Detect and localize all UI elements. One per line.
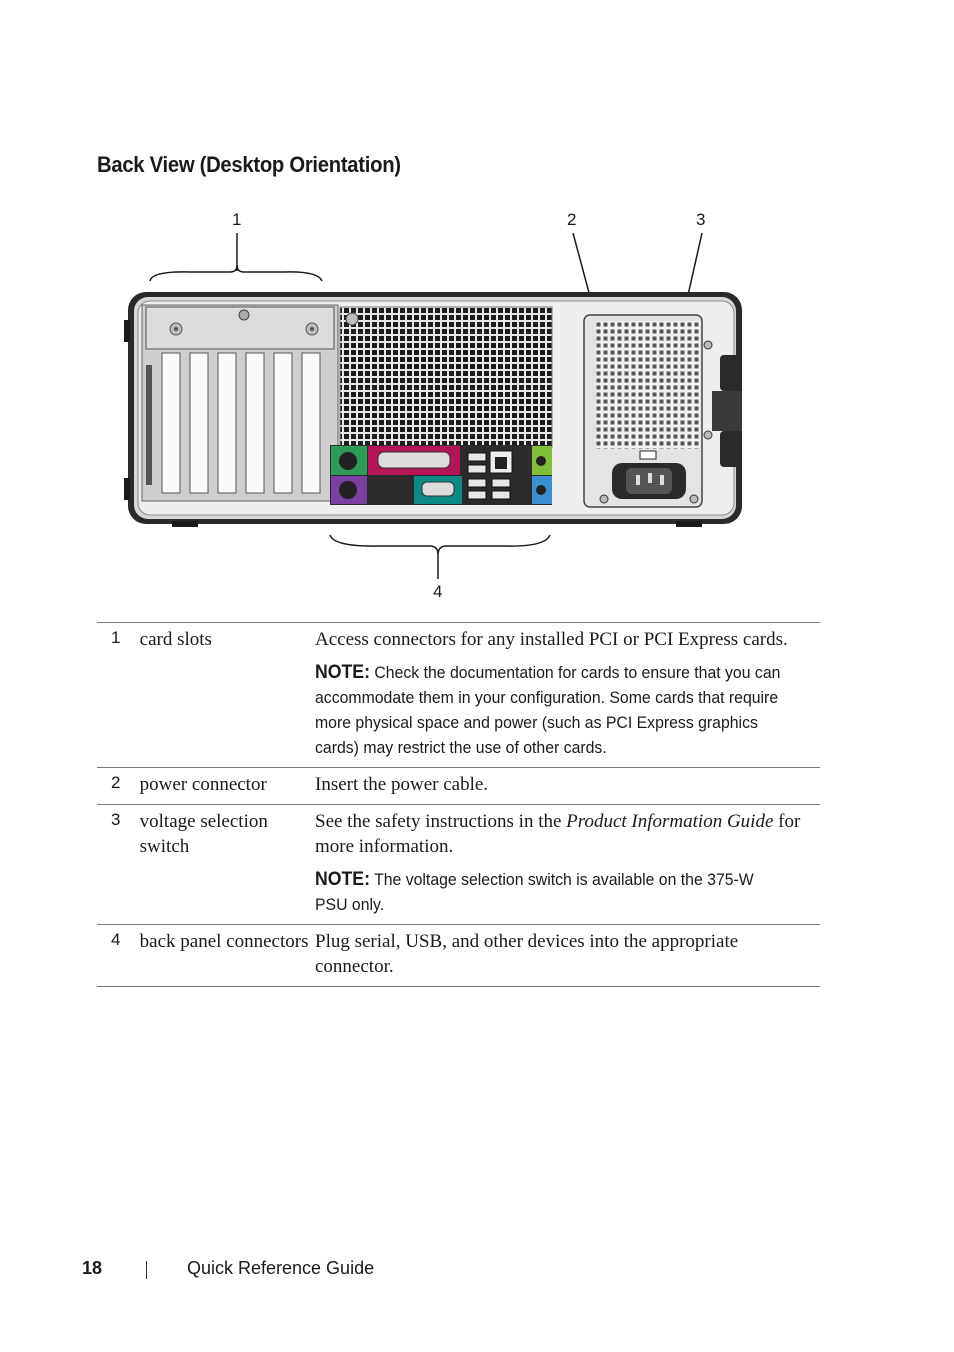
description-text: Access connectors for any installed PCI …: [315, 629, 788, 650]
rear-vent: [339, 306, 553, 448]
callout-1: 1: [232, 210, 241, 229]
table-row: 2 power connector Insert the power cable…: [97, 767, 820, 805]
row-description: See the safety instructions in the Produ…: [315, 805, 820, 925]
table-row: 4 back panel connectors Plug serial, USB…: [97, 924, 820, 987]
row-term: back panel connectors: [139, 931, 309, 952]
row-term: power connector: [139, 774, 267, 795]
row-number: 3: [111, 810, 121, 829]
row-number: 2: [111, 773, 121, 792]
computer-back-view-illustration: 1 2 3 4: [124, 210, 742, 601]
description-pre: See the safety instructions in the: [315, 811, 567, 832]
callout-reference-table: 1 card slots Access connectors for any i…: [97, 622, 820, 987]
description-post: for more information.: [315, 811, 801, 857]
callout-2: 2: [567, 210, 576, 229]
description-italic: Product Information Guide: [566, 811, 774, 832]
row-number: 1: [111, 628, 121, 647]
description-text: Plug serial, USB, and other devices into…: [315, 931, 739, 977]
row-description: Plug serial, USB, and other devices into…: [315, 925, 820, 987]
footer-separator: [146, 1261, 147, 1279]
note-label: NOTE:: [315, 662, 370, 683]
voltage-selection-switch: [639, 450, 657, 460]
card-slots-area: [141, 304, 339, 502]
table-row: 3 voltage selection switch See the safet…: [97, 804, 820, 925]
description-text: See the safety instructions in the Produ…: [315, 809, 820, 859]
guide-title: Quick Reference Guide: [187, 1258, 375, 1278]
power-supply: [583, 314, 713, 508]
row-number: 4: [111, 930, 121, 949]
note-text: Check the documentation for cards to ens…: [315, 663, 781, 757]
callout-3: 3: [696, 210, 705, 229]
note: NOTE: Check the documentation for cards …: [315, 660, 785, 760]
page-number: 18: [82, 1258, 103, 1278]
note-text: The voltage selection switch is availabl…: [315, 870, 754, 914]
callout-4: 4: [433, 582, 442, 601]
note-label: NOTE:: [315, 869, 370, 890]
row-term: card slots: [139, 629, 212, 650]
row-term: voltage selection switch: [139, 811, 268, 857]
note: NOTE: The voltage selection switch is av…: [315, 867, 785, 917]
page-title: Back View (Desktop Orientation): [97, 152, 401, 177]
row-description: Access connectors for any installed PCI …: [315, 623, 820, 768]
description-text: Insert the power cable.: [315, 774, 489, 795]
back-panel-connectors: [330, 445, 552, 505]
table-row: 1 card slots Access connectors for any i…: [97, 622, 820, 768]
row-description: Insert the power cable.: [315, 768, 820, 805]
